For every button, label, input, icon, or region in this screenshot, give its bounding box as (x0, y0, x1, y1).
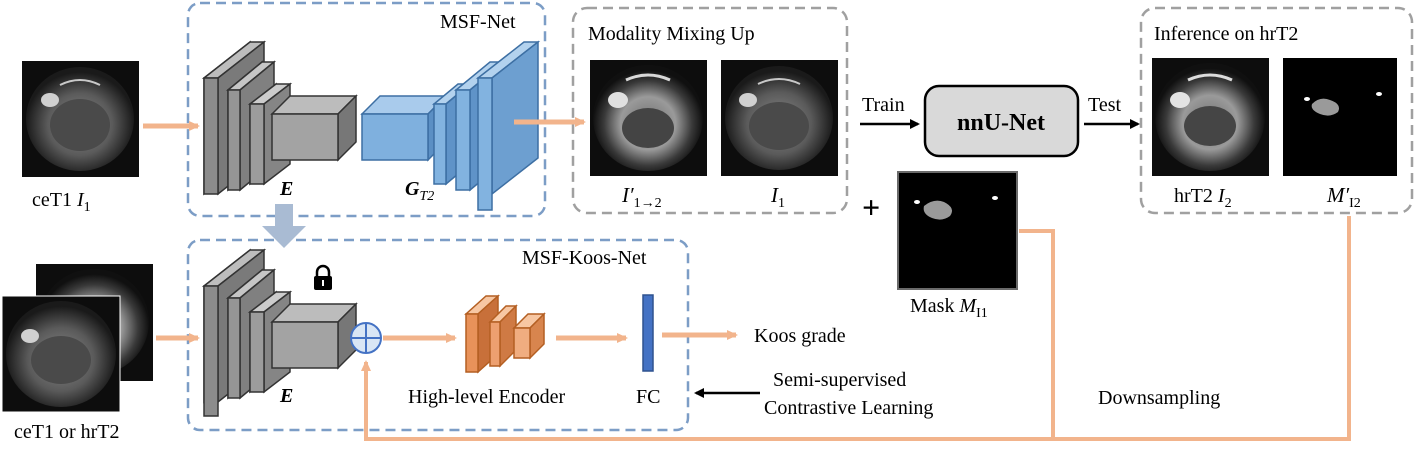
line-mask-downsampling (1019, 229, 1055, 439)
mixing-img1-caption: I′1→2 (621, 183, 662, 211)
mixing-img2-caption: I1 (770, 183, 785, 211)
inference-img2-caption: M′I2 (1326, 183, 1361, 211)
mixing-image-synthetic-t2 (590, 60, 707, 176)
test-label: Test (1088, 94, 1121, 116)
train-label: Train (862, 94, 905, 116)
encoder-share-arrow (262, 204, 306, 248)
koos-net-title: MSF-Koos-Net (522, 247, 647, 269)
koos-grade-label: Koos grade (754, 325, 846, 347)
input-image-cet1 (22, 61, 139, 177)
inference-title: Inference on hrT2 (1154, 23, 1298, 45)
inference-image-hrt2 (1152, 58, 1269, 176)
nnunet-box (923, 84, 1080, 158)
fc-layer (642, 294, 654, 372)
ssl-line2: Contrastive Learning (764, 397, 933, 419)
fusion-add-node (350, 322, 382, 354)
encoder-bottom (201, 248, 358, 417)
fc-label: FC (636, 386, 660, 408)
mask-caption: Mask MI1 (910, 295, 988, 321)
modality-mixing-box (571, 6, 849, 215)
lock-icon (314, 264, 332, 290)
high-level-encoder (464, 294, 546, 374)
hl-encoder-label: High-level Encoder (408, 386, 565, 408)
nnunet-label: nnU-Net (957, 110, 1045, 136)
plus-sign: + (862, 189, 880, 225)
encoder-bottom-label: E (279, 385, 293, 407)
encoder-top (201, 40, 358, 196)
msf-net-title: MSF-Net (440, 11, 516, 33)
input-image-stack (1, 264, 153, 413)
line-inference-downsampling (361, 216, 1351, 441)
ssl-line1: Semi-supervised (773, 369, 906, 391)
downsampling-label: Downsampling (1098, 387, 1220, 409)
mixing-image-cet1 (721, 60, 838, 176)
mixing-title: Modality Mixing Up (588, 23, 755, 45)
msf-net-box (186, 1, 547, 218)
inference-box (1139, 6, 1414, 215)
generator-t2 (360, 40, 541, 211)
input-bottom-caption: ceT1 or hrT2 (14, 421, 120, 443)
encoder-top-label: E (279, 178, 293, 200)
input-top-caption: ceT1 I1 (32, 189, 91, 215)
inference-img1-caption: hrT2 I2 (1174, 185, 1232, 211)
generator-label: GT2 (405, 178, 434, 204)
mask-image (897, 171, 1018, 290)
inference-mask-prediction (1283, 58, 1397, 176)
